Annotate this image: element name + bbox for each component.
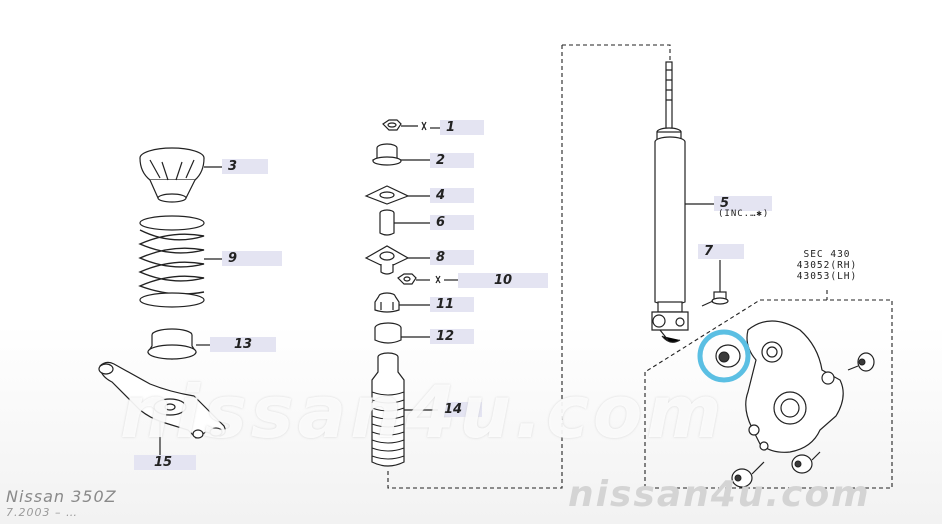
model-name: Nissan 350Z: [6, 487, 117, 506]
callout-1[interactable]: 1: [440, 120, 484, 135]
part-3-bump-stop: [139, 147, 205, 203]
highlight-ring: [697, 329, 751, 383]
watermark-center: nissan4u.com: [120, 370, 726, 454]
callout-11[interactable]: 11: [430, 297, 474, 312]
section-ref-line2: 43052(RH): [796, 260, 858, 271]
part-11-bumper: [374, 292, 400, 313]
section-ref-line1: SEC 430: [803, 249, 851, 260]
callout-10[interactable]: 10: [458, 273, 548, 288]
callout-6[interactable]: 6: [430, 215, 474, 230]
rear-knuckle-assembly: [715, 320, 875, 488]
callout-15[interactable]: 15: [134, 455, 196, 470]
part-6-collar: [379, 209, 395, 236]
part-5-shock-absorber: [651, 61, 689, 343]
part-8-mount: [364, 245, 410, 275]
callout-9[interactable]: 9: [222, 251, 282, 266]
callout-13[interactable]: 13: [210, 337, 276, 352]
callout-4[interactable]: 4: [430, 188, 474, 203]
part-12-cushion: [374, 322, 402, 344]
section-ref-line3: 43053(LH): [796, 271, 858, 282]
part-4-plate: [364, 185, 410, 205]
callout-5-note: (INC.…✱): [718, 209, 770, 219]
part-9-coil-spring: [138, 215, 205, 308]
knuckle-frame-outline: [644, 299, 893, 489]
shock-frame-outline: [387, 44, 671, 489]
callout-12[interactable]: 12: [430, 329, 474, 344]
model-date: 7.2003 – …: [6, 506, 78, 519]
callout-5[interactable]: 5: [714, 196, 772, 211]
section-reference[interactable]: SEC 430 43052(RH) 43053(LH): [784, 249, 870, 282]
part-7-bolt: [701, 260, 729, 307]
callout-8[interactable]: 8: [430, 250, 474, 265]
callout-7[interactable]: 7: [698, 244, 744, 259]
part-10-nut: [397, 273, 441, 285]
callout-3[interactable]: 3: [222, 159, 268, 174]
part-14-dust-boot: [371, 352, 405, 467]
callout-14[interactable]: 14: [438, 402, 482, 417]
callout-2[interactable]: 2: [430, 153, 474, 168]
part-2-bushing: [371, 143, 403, 166]
watermark-corner: nissan4u.com: [568, 474, 871, 515]
part-13-spring-seat: [147, 328, 197, 360]
part-15-lower-arm: [98, 361, 226, 439]
part-1-nut: [382, 119, 427, 131]
